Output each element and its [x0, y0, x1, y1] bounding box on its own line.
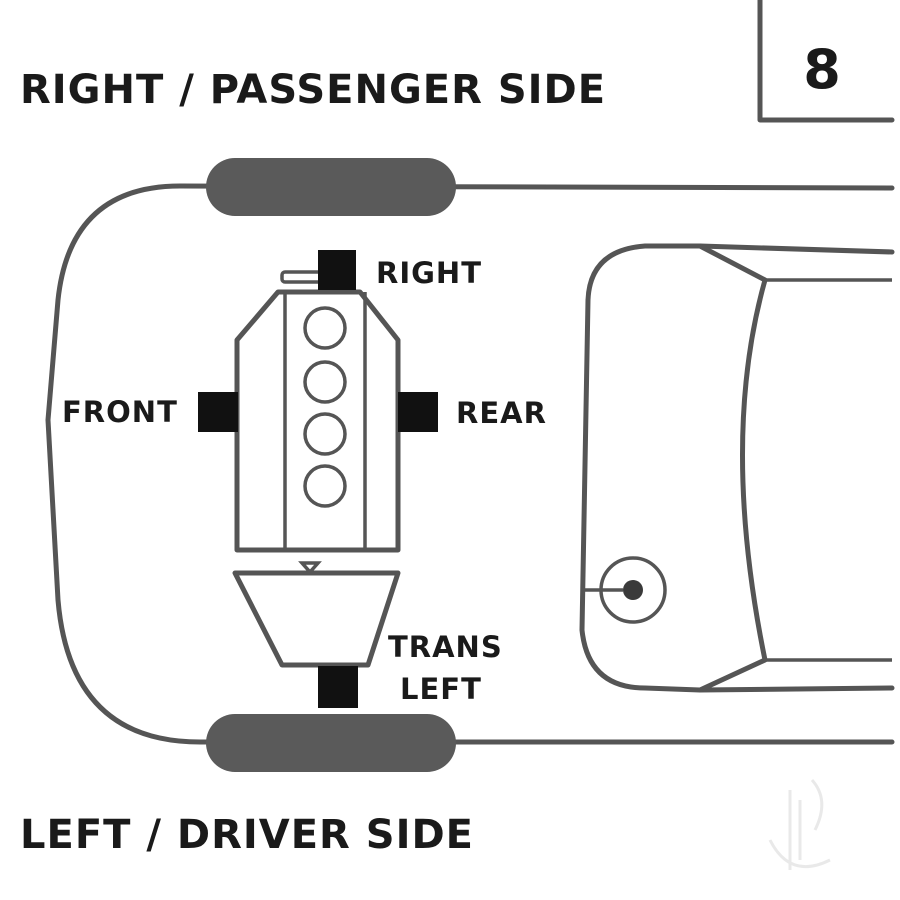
- rear-mount: [398, 392, 438, 432]
- trans-mount-label-line2: LEFT: [400, 672, 482, 706]
- front-mount-label: FRONT: [62, 395, 178, 429]
- page-number: 8: [803, 38, 841, 101]
- cylinder-1: [303, 306, 347, 350]
- cylinder-4: [303, 464, 347, 508]
- front-right-wheel: [206, 158, 456, 216]
- cylinder-3: [303, 412, 347, 456]
- page-number-box: [757, 0, 895, 123]
- front-left-wheel: [206, 714, 456, 772]
- cylinder-2: [303, 360, 347, 404]
- car-body-outline: [45, 183, 895, 745]
- engine-block: [234, 270, 401, 553]
- trans-left-mount: [318, 666, 358, 708]
- passenger-side-label: RIGHT / PASSENGER SIDE: [20, 67, 606, 113]
- rear-mount-label: REAR: [456, 396, 547, 430]
- steering-wheel-icon: [585, 556, 667, 624]
- trans-mount-label-line1: TRANS: [388, 630, 503, 664]
- right-mount-label: RIGHT: [376, 256, 482, 290]
- driver-side-label: LEFT / DRIVER SIDE: [20, 812, 474, 858]
- transmission: [232, 561, 401, 668]
- cabin-windshield: [579, 243, 895, 693]
- watermark-logo: [768, 778, 831, 870]
- right-mount: [318, 250, 356, 290]
- front-mount: [198, 392, 238, 432]
